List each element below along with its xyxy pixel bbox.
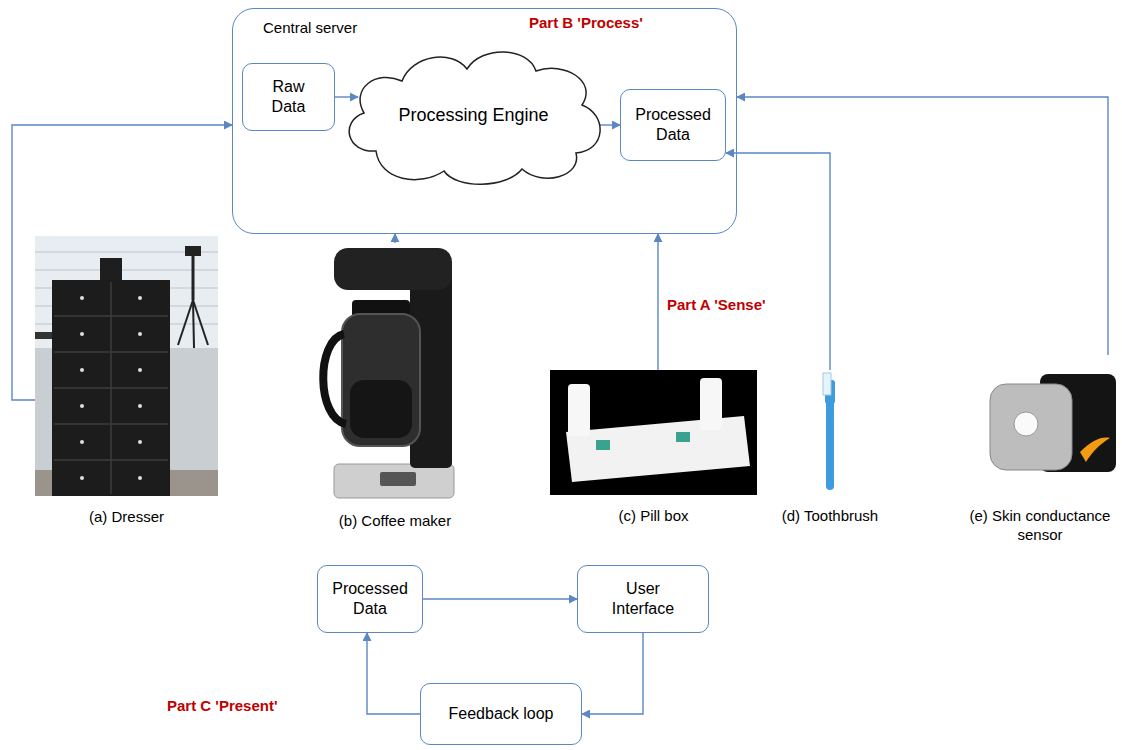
coffee-maker-photo — [323, 248, 454, 498]
connector-arrow — [726, 153, 830, 370]
device-caption: (c) Pill box — [579, 507, 729, 526]
dresser-photo — [80, 368, 84, 372]
part-label: Part B 'Process' — [527, 14, 645, 31]
skin-sensor-photo — [990, 374, 1116, 472]
connector-arrow — [394, 234, 395, 243]
sensor-device: (a) Dresser — [35, 236, 218, 548]
coffee-maker-photo — [323, 334, 346, 424]
process-box: User Interface — [577, 565, 709, 633]
sensor-device: (e) Skin conductance sensor — [970, 355, 1110, 547]
connector-arrow — [423, 598, 577, 599]
process-cloud: Processing Engine — [336, 41, 611, 189]
pill-box-photo — [550, 370, 757, 495]
pill-box-photo — [676, 432, 690, 442]
part-label: Part C 'Present' — [165, 697, 280, 714]
skin-sensor-photo — [1014, 412, 1038, 436]
process-box: Feedback loop — [420, 683, 582, 745]
process-box: Processed Data — [317, 565, 423, 633]
dresser-photo — [100, 258, 122, 282]
skin-sensor-photo — [990, 384, 1072, 470]
box-label: Feedback loop — [449, 704, 554, 724]
toothbrush-photo — [826, 400, 834, 490]
dresser-photo — [80, 332, 84, 336]
dresser-photo — [80, 440, 84, 444]
box-label: Processed Data — [326, 579, 414, 619]
pill-box-photo — [550, 370, 757, 495]
dresser-photo — [54, 315, 168, 317]
device-caption: (b) Coffee maker — [315, 512, 475, 531]
dresser-photo — [138, 332, 142, 336]
dresser-photo — [80, 476, 84, 480]
box-label: Raw Data — [263, 77, 315, 117]
connector-arrow — [335, 96, 358, 97]
dresser-photo — [178, 300, 193, 345]
dresser-photo — [138, 404, 142, 408]
dresser-photo — [193, 300, 208, 345]
sensor-device: (b) Coffee maker — [325, 243, 465, 552]
process-box: Raw Data — [242, 63, 335, 131]
dresser-photo — [193, 300, 194, 348]
dresser-photo — [54, 423, 168, 425]
sensor-device: (d) Toothbrush — [790, 370, 870, 547]
box-label: Processed Data — [629, 105, 717, 145]
skin-sensor-photo — [1080, 438, 1110, 462]
dresser-photo — [80, 296, 84, 300]
cloud-label: Processing Engine — [398, 105, 548, 126]
dresser-photo — [54, 459, 168, 461]
pill-box-photo — [596, 440, 610, 450]
dresser-photo — [54, 351, 168, 353]
dresser-photo — [192, 256, 195, 300]
connector-arrow — [657, 234, 658, 370]
coffee-maker-photo — [334, 464, 454, 498]
connector-arrow — [582, 633, 643, 714]
dresser-photo — [138, 440, 142, 444]
dresser-photo — [54, 387, 168, 389]
dresser-photo — [138, 476, 142, 480]
dresser-photo — [35, 269, 218, 271]
device-caption: (e) Skin conductance sensor — [960, 507, 1120, 545]
dresser-photo — [35, 236, 218, 496]
toothbrush-photo — [823, 373, 835, 490]
dresser-photo — [138, 296, 142, 300]
dresser-photo — [35, 236, 218, 496]
dresser-photo — [138, 368, 142, 372]
device-caption: (d) Toothbrush — [760, 507, 900, 526]
coffee-maker-photo — [334, 248, 452, 290]
connector-arrow — [737, 97, 1108, 355]
cloud-outline — [349, 52, 600, 184]
process-box: Processed Data — [620, 89, 726, 161]
connector-arrow — [12, 125, 232, 400]
coffee-maker-photo — [350, 380, 412, 438]
pill-box-photo — [700, 378, 722, 430]
dresser-photo — [52, 280, 170, 496]
device-caption: (a) Dresser — [57, 508, 197, 527]
coffee-maker-photo — [380, 472, 416, 486]
coffee-maker-photo — [342, 314, 420, 446]
dresser-photo — [80, 404, 84, 408]
part-label: Part A 'Sense' — [665, 296, 768, 313]
connector-arrow — [367, 633, 420, 714]
connector-arrow — [599, 124, 620, 125]
sensor-device: (c) Pill box — [550, 370, 757, 547]
pill-box-photo — [568, 384, 590, 436]
frame-heading: Central server — [263, 19, 357, 36]
toothbrush-photo — [823, 373, 831, 395]
box-label: User Interface — [603, 579, 683, 619]
dresser-photo — [185, 246, 201, 256]
server-frame: Central serverRaw DataProcessing Engine P… — [232, 8, 737, 234]
pill-box-photo — [566, 416, 750, 482]
